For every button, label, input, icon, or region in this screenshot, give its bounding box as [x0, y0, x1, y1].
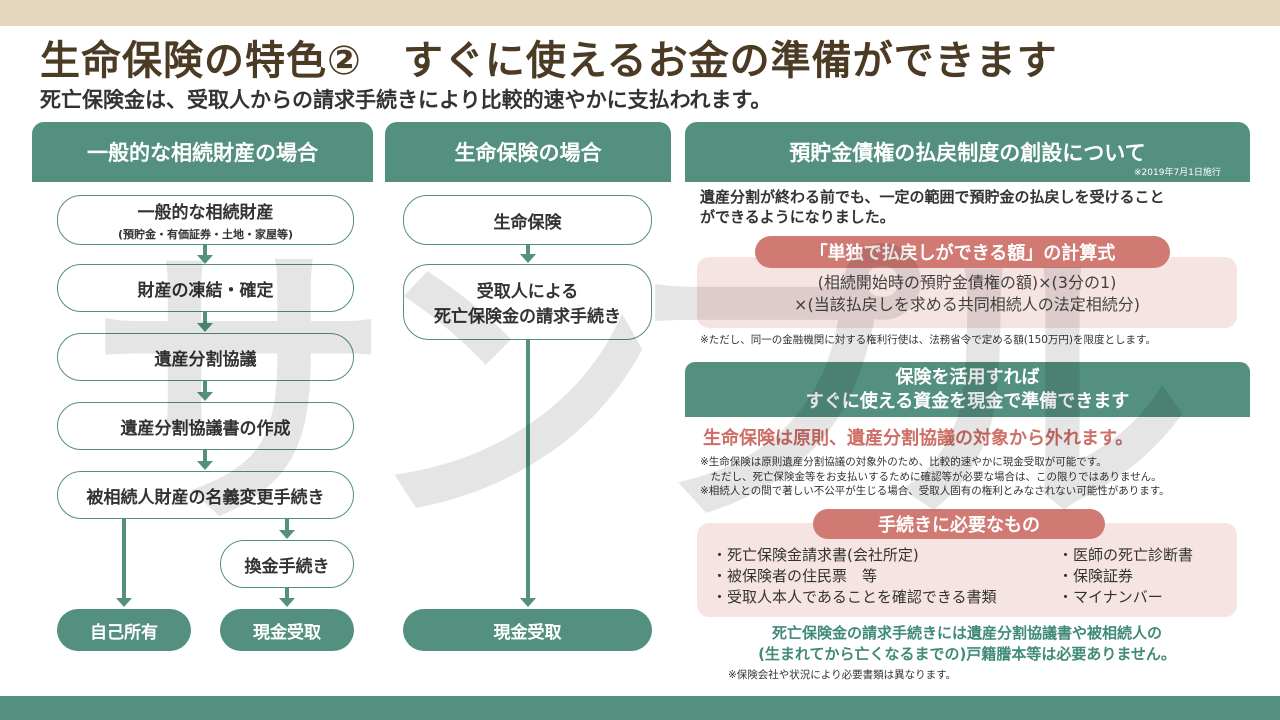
arrow-down-icon	[279, 598, 295, 607]
formula-note: ※ただし、同一の金融機関に対する権利行使は、法務省令で定める額(150万円)を限…	[700, 334, 1156, 346]
deposit-intro-line2: ができるようになりました。	[700, 208, 895, 226]
arrow-down-icon	[520, 598, 536, 607]
step-claim: 受取人による 死亡保険金の請求手続き	[403, 264, 652, 340]
arrow-down-icon	[197, 392, 213, 401]
connector	[203, 312, 207, 324]
step-claim-line2: 死亡保険金の請求手続き	[434, 307, 621, 327]
step-general-assets-label: 一般的な相続財産	[137, 203, 274, 223]
insurance-notes: ※生命保険は原則遺産分割協議の対象外のため、比較的速やかに現金受取が可能です。 …	[700, 455, 1170, 499]
connector	[122, 519, 126, 599]
step-life-insurance: 生命保険	[403, 195, 652, 245]
arrow-down-icon	[116, 598, 132, 607]
insurance-note-1: ※生命保険は原則遺産分割協議の対象外のため、比較的速やかに現金受取が可能です。	[700, 456, 1107, 468]
step-freeze: 財産の凍結・確定	[57, 264, 354, 312]
step-life-insurance-label: 生命保険	[493, 212, 562, 233]
step-exchange-label: 換金手続き	[244, 556, 330, 577]
no-documents-line1: 死亡保険金の請求手続きには遺産分割協議書や被相続人の	[771, 624, 1162, 642]
document-item: ・受取人本人であることを確認できる書類	[712, 588, 997, 606]
insurance-heading-line2: すぐに使える資金を現金で準備できます	[805, 391, 1130, 412]
left-column-heading: 一般的な相続財産の場合	[32, 122, 373, 182]
formula-box	[697, 257, 1237, 328]
connector	[203, 381, 207, 393]
deposit-intro: 遺産分割が終わる前でも、一定の範囲で預貯金の払戻しを受けること ができるようにな…	[700, 187, 1165, 227]
step-exchange: 換金手続き	[220, 540, 354, 588]
connector	[203, 450, 207, 462]
document-item: ・被保険者の住民票 等	[712, 567, 878, 585]
highlight-text: 生命保険は原則、遺産分割協議の対象から外れます。	[703, 428, 1134, 449]
step-division-document-label: 遺産分割協議書の作成	[120, 418, 291, 439]
documents-right-list: ・医師の死亡診断書 ・保険証券 ・マイナンバー	[1058, 545, 1193, 608]
document-item: ・マイナンバー	[1058, 588, 1163, 606]
documents-vary-note: ※保険会社や状況により必要書類は異なります。	[728, 669, 957, 681]
document-item: ・医師の死亡診断書	[1058, 546, 1194, 564]
insurance-note-2: ただし、死亡保険金等をお支払いするために確認等が必要な場合は、この限りではありま…	[700, 470, 1162, 483]
insurance-note-3: ※相続人との間で著しい不公平が生じる場合、受取人固有の権利とみなされない可能性が…	[700, 485, 1170, 498]
bottom-band	[0, 696, 1280, 720]
no-documents-line2: (生まれてから亡くなるまでの)戸籍謄本等は必要ありません。	[758, 645, 1176, 663]
formula-text: (相続開始時の預貯金債権の額)×(3分の1) ×(当該払戻しを求める共同相続人の…	[697, 272, 1237, 316]
deposit-intro-line1: 遺産分割が終わる前でも、一定の範囲で預貯金の払戻しを受けること	[700, 188, 1165, 206]
documents-left-list: ・死亡保険金請求書(会社所定) ・被保険者の住民票 等 ・受取人本人であることを…	[712, 545, 997, 608]
right-column-heading: 預貯金債権の払戻制度の創設について	[685, 122, 1250, 182]
step-name-change: 被相続人財産の名義変更手続き	[57, 471, 354, 519]
step-division-document: 遺産分割協議書の作成	[57, 402, 354, 450]
formula-line2: ×(当該払戻しを求める共同相続人の法定相続分)	[794, 295, 1140, 314]
connector	[285, 519, 289, 531]
top-band	[0, 0, 1280, 26]
step-general-assets-sub: (預貯金・有価証券・土地・家屋等)	[117, 228, 294, 241]
result-cash-middle: 現金受取	[403, 609, 652, 651]
arrow-down-icon	[520, 254, 536, 263]
middle-column-heading: 生命保険の場合	[385, 122, 671, 182]
connector	[526, 340, 530, 599]
connector	[203, 245, 207, 256]
formula-label: 「単独で払戻しができる額」の計算式	[755, 236, 1170, 268]
insurance-heading-line1: 保険を活用すれば	[895, 367, 1040, 388]
step-division-talks-label: 遺産分割協議	[154, 349, 257, 370]
formula-line1: (相続開始時の預貯金債権の額)×(3分の1)	[817, 273, 1117, 292]
arrow-down-icon	[197, 255, 213, 264]
step-name-change-label: 被相続人財産の名義変更手続き	[86, 487, 325, 508]
result-cash-left: 現金受取	[220, 609, 354, 651]
page-title: 生命保険の特色② すぐに使えるお金の準備ができます	[40, 38, 1058, 84]
result-own: 自己所有	[57, 609, 191, 651]
connector	[285, 588, 289, 599]
insurance-heading: 保険を活用すれば すぐに使える資金を現金で準備できます	[685, 362, 1250, 417]
arrow-down-icon	[197, 461, 213, 470]
page-subtitle: 死亡保険金は、受取人からの請求手続きにより比較的速やかに支払われます。	[40, 88, 772, 112]
documents-label: 手続きに必要なもの	[813, 509, 1105, 539]
document-item: ・死亡保険金請求書(会社所定)	[712, 546, 919, 564]
arrow-down-icon	[279, 530, 295, 539]
document-item: ・保険証券	[1058, 567, 1134, 585]
no-documents-needed: 死亡保険金の請求手続きには遺産分割協議書や被相続人の (生まれてから亡くなるまで…	[697, 623, 1237, 665]
step-claim-line1: 受取人による	[476, 282, 579, 302]
enforcement-date-note: ※2019年7月1日施行	[1134, 168, 1221, 178]
step-division-talks: 遺産分割協議	[57, 333, 354, 381]
step-general-assets: 一般的な相続財産 (預貯金・有価証券・土地・家屋等)	[57, 195, 354, 245]
connector	[526, 245, 530, 255]
right-heading-text: 預貯金債権の払戻制度の創設について	[789, 141, 1146, 165]
step-freeze-label: 財産の凍結・確定	[137, 280, 274, 301]
arrow-down-icon	[197, 323, 213, 332]
